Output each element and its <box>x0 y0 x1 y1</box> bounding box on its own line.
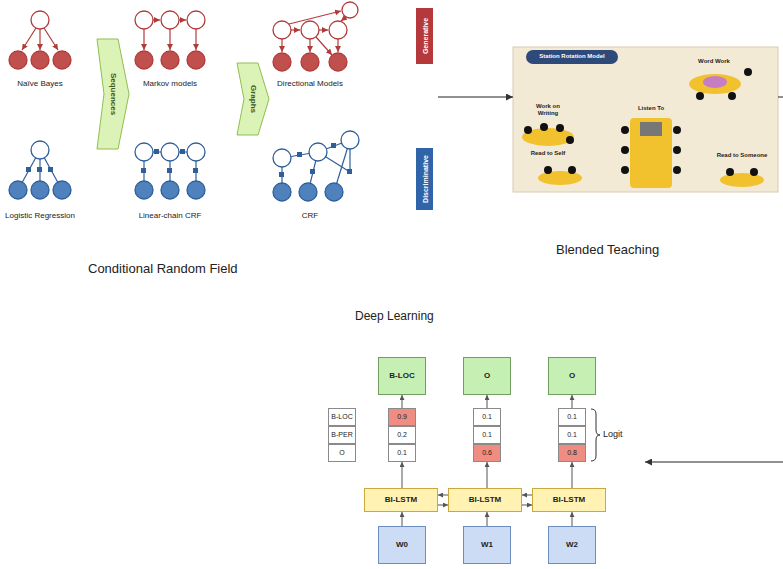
box-label: 0.1 <box>482 413 492 421</box>
figure-label: Read to Someone <box>716 152 769 159</box>
tag-cell: B-LOC <box>328 408 356 426</box>
chevron-fill <box>237 63 269 135</box>
box-label: B-LOC <box>389 371 414 380</box>
connector <box>402 512 403 526</box>
box-label: B-LOC <box>331 413 352 421</box>
connector <box>522 495 532 496</box>
category-band: Discriminative <box>416 148 433 210</box>
box-label: O <box>569 371 575 380</box>
input-box: W1 <box>463 526 511 564</box>
box-label: W1 <box>481 540 493 549</box>
figure-label: Word Work <box>697 58 731 65</box>
vertical-label: Sequences <box>109 73 118 115</box>
output-box: O <box>463 357 511 395</box>
logit-cell: 0.1 <box>558 408 586 426</box>
connector <box>438 97 513 98</box>
box-label: BI-LSTM <box>385 495 417 504</box>
vertical-label: Generative <box>421 18 428 54</box>
vertical-label: Graphs <box>249 85 258 113</box>
panel: Conditional Random Field Sequences Graphs G… <box>0 0 438 285</box>
logit-cell: 0.1 <box>388 444 416 462</box>
logit-bracket <box>591 409 600 461</box>
chevron-fill <box>97 39 129 149</box>
tag-cell: B-PER <box>328 426 356 444</box>
box-label: O <box>339 449 344 457</box>
input-box: W0 <box>378 526 426 564</box>
logit-cell: 0.1 <box>558 426 586 444</box>
box-label: W2 <box>566 540 578 549</box>
tag-cell: O <box>328 444 356 462</box>
connector <box>402 395 403 408</box>
connector <box>572 395 573 408</box>
box-label: O <box>484 371 490 380</box>
lstm-box: BI-LSTM <box>448 488 522 512</box>
logit-cell: 0.6 <box>473 444 501 462</box>
bracket-label: Logit <box>603 430 623 440</box>
factor-squares <box>26 143 352 177</box>
figure-label: Station Rotation Model <box>538 53 605 60</box>
panel-caption: Blended Teaching <box>556 243 659 258</box>
connector <box>487 512 488 526</box>
box-label: BI-LSTM <box>553 495 585 504</box>
classroom-picture <box>513 47 783 192</box>
vertical-label: Discriminative <box>421 155 428 203</box>
box-label: B-PER <box>331 431 352 439</box>
box-label: 0.2 <box>397 431 407 439</box>
connector <box>438 495 448 496</box>
box-label: 0.8 <box>567 449 577 457</box>
connector <box>402 462 403 488</box>
logit-cell: 0.1 <box>473 426 501 444</box>
box-label: 0.1 <box>567 413 577 421</box>
figure-label: Listen To <box>637 105 665 112</box>
figure-label: Work on Writing <box>525 103 571 116</box>
figure-label: Read to Self <box>530 150 567 157</box>
figure-label: Markov models <box>143 80 197 89</box>
connector <box>572 462 573 488</box>
category-band: Generative <box>416 8 433 64</box>
connector <box>572 512 573 526</box>
box-label: 0.9 <box>397 413 407 421</box>
logit-cell: 0.1 <box>473 408 501 426</box>
box-label: 0.1 <box>567 431 577 439</box>
generative-nodes <box>9 2 358 71</box>
box-label: 0.6 <box>482 449 492 457</box>
panel-caption: Conditional Random Field <box>88 262 238 277</box>
logit-cell: 0.9 <box>388 408 416 426</box>
lstm-box: BI-LSTM <box>532 488 606 512</box>
chevron-arrow: Sequences <box>96 38 130 150</box>
panel-caption: Deep Learning <box>355 310 434 324</box>
output-box: O <box>548 357 596 395</box>
lstm-box: BI-LSTM <box>364 488 438 512</box>
logit-cell: 0.2 <box>388 426 416 444</box>
connector <box>487 395 488 408</box>
connector <box>522 505 532 506</box>
incoming-arrow <box>645 462 783 463</box>
figure-label: Naïve Bayes <box>17 80 62 89</box>
figure-label: Logistic Regression <box>5 212 75 221</box>
connector <box>487 462 488 488</box>
figure-label: CRF <box>302 212 318 221</box>
box-label: BI-LSTM <box>469 495 501 504</box>
output-box: B-LOC <box>378 357 426 395</box>
box-label: 0.1 <box>482 431 492 439</box>
figure-label: Linear-chain CRF <box>139 212 202 221</box>
discriminative-nodes <box>9 131 359 201</box>
figure-label: Directional Models <box>277 80 343 89</box>
box-label: W0 <box>396 540 408 549</box>
input-box: W2 <box>548 526 596 564</box>
chevron-arrow: Graphs <box>236 62 270 136</box>
generative-graphs <box>22 11 346 55</box>
logit-cell: 0.8 <box>558 444 586 462</box>
panel: Deep LearningB-LOC B-PER O B-LOC O O 0.9 0.2 0.1… <box>320 306 642 568</box>
connector <box>438 505 448 506</box>
box-label: 0.1 <box>397 449 407 457</box>
